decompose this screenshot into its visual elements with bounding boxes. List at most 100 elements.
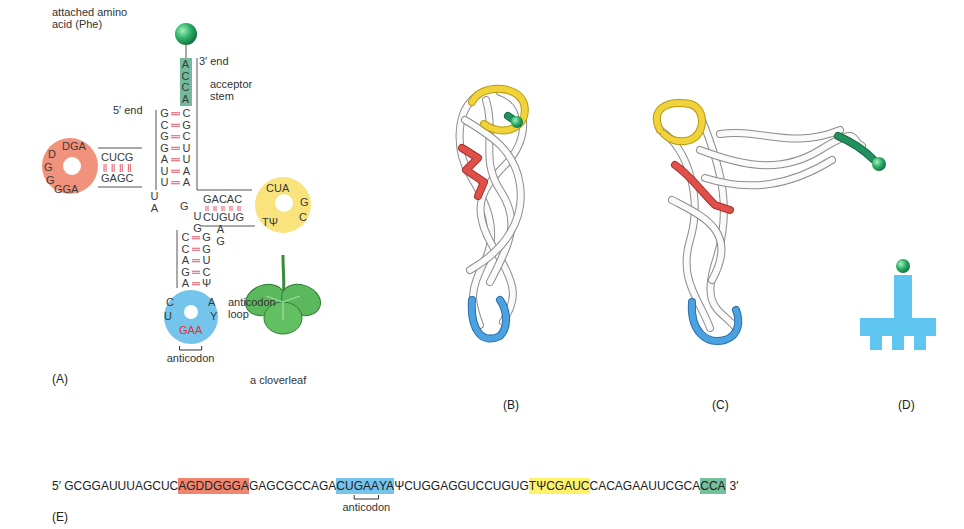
ribbon — [692, 302, 738, 341]
base-pair-tick — [171, 183, 180, 184]
ribbon-model-c — [657, 103, 886, 341]
ribbon — [657, 103, 702, 141]
loop-hole — [275, 194, 293, 212]
sequence-text: CCA — [700, 478, 725, 494]
ribbon-model-b — [460, 89, 525, 339]
base-pair-tick — [171, 149, 180, 150]
annotation-label: 3′ end — [199, 55, 229, 67]
nucleotide-text: CUCG — [101, 151, 133, 163]
nucleotide-text: GGA — [54, 183, 78, 195]
base-pair-tick — [192, 261, 200, 262]
panel-label: (E) — [52, 510, 68, 524]
base-pair-tick — [224, 206, 225, 211]
ribbon-edge — [462, 148, 484, 196]
ribbon — [472, 300, 506, 339]
nucleotide-text: DGA — [62, 140, 86, 152]
amino-acid-ball — [511, 116, 523, 128]
ribbon-edge — [720, 130, 840, 139]
backbone-line — [200, 226, 255, 227]
ribbon-edge — [660, 130, 710, 328]
sequence-highlight: CUGAAYA — [336, 478, 394, 494]
base-pair-tick — [171, 124, 180, 125]
ribbon — [675, 165, 730, 210]
annotation-label: acceptor stem — [210, 78, 262, 102]
base-pair-tick — [192, 271, 200, 272]
base-pair-tick — [171, 170, 180, 171]
sequence-text: AGDDGGGA — [178, 478, 249, 494]
nucleotide-text: CCAGA — [180, 232, 191, 290]
base-pair-tick — [214, 206, 215, 211]
annotation-label: 5′ end — [113, 104, 143, 116]
backbone-line — [98, 148, 142, 149]
base-pair-tick — [208, 206, 209, 211]
ribbon-edge — [472, 300, 506, 339]
base-pair-tick — [206, 206, 207, 211]
nucleotide-text: CGCUUAA — [181, 108, 192, 189]
nucleotide-text: A — [208, 296, 215, 308]
annotation-label: anticodon — [167, 352, 215, 364]
nucleotide-text: UG — [192, 211, 203, 234]
ribbon-edge — [465, 120, 521, 270]
ribbon — [672, 200, 722, 280]
base-pair-tick — [216, 206, 217, 211]
annotation-label: anticodon loop — [228, 296, 288, 320]
sequence-text: 3′ — [730, 478, 739, 494]
base-pair-tick — [230, 206, 231, 211]
nucleotide-text: Y — [210, 310, 217, 322]
sequence-text: ΨCUGGAGGUCCUGUG — [394, 478, 529, 494]
backbone-line — [156, 110, 157, 190]
base-pair-tick — [238, 206, 239, 211]
base-pair-tick — [192, 282, 200, 283]
nucleotide-text: U — [164, 310, 172, 322]
ribbon — [462, 148, 484, 196]
nucleotide-text: D — [48, 148, 56, 160]
trna-symbol — [860, 275, 936, 350]
loop-fill — [255, 177, 311, 233]
amino-acid-ball — [175, 23, 197, 45]
ribbon-edge — [692, 302, 738, 341]
loop-ring: DGADGGGGA — [42, 138, 98, 194]
nucleotide-text: CUGUG — [203, 211, 244, 223]
base-pair-tick — [104, 164, 105, 172]
nucleotide-text: GGUCΨ — [201, 232, 212, 290]
loop-fill — [164, 290, 218, 344]
base-pair-tick — [192, 238, 200, 239]
base-pair-tick — [171, 160, 180, 161]
nucleotide-text: G — [44, 161, 53, 173]
base-pair-tick — [106, 164, 107, 172]
base-pair-tick — [171, 112, 180, 113]
nucleotide-text: GAGC — [101, 172, 133, 184]
base-pair-tick — [171, 114, 180, 115]
amino-acid-ball — [872, 157, 886, 171]
ribbon — [660, 130, 710, 328]
panel-label: (A) — [52, 372, 68, 386]
backbone-line — [197, 58, 252, 190]
panel-label: (C) — [712, 398, 729, 412]
base-pair-tick — [240, 206, 241, 211]
base-pair-tick — [171, 181, 180, 182]
sequence-row: 5′ GCGGAUUUAGCUCAGDDGGGAGAGCGCCAGACUGAAY… — [52, 478, 739, 494]
base-pair-tick — [114, 164, 115, 172]
base-pair-tick — [120, 164, 121, 172]
nucleotide-text: GACAC — [203, 193, 242, 205]
base-pair-tick — [122, 164, 123, 172]
base-pair-tick — [232, 206, 233, 211]
ribbon — [838, 136, 874, 160]
nucleotide-text: C — [166, 296, 174, 308]
ribbon — [472, 89, 525, 131]
annotation-label: attached amino acid (Phe) — [52, 6, 144, 30]
ribbon-edge — [657, 103, 702, 141]
nucleotide-text: GAA — [179, 324, 202, 336]
base-pair-tick — [192, 259, 200, 260]
sequence-text: CACAGAAUUCGCA — [590, 478, 701, 494]
sequence-highlight: AGDDGGGA — [178, 478, 249, 494]
base-pair-tick — [192, 236, 200, 237]
ribbon — [705, 160, 832, 185]
ribbon — [720, 130, 840, 139]
nucleotide-text: CUA — [266, 182, 289, 194]
anticodon-bracket — [180, 346, 202, 350]
base-pair-tick — [112, 164, 113, 172]
nucleotide-text: ACCA — [180, 59, 191, 105]
